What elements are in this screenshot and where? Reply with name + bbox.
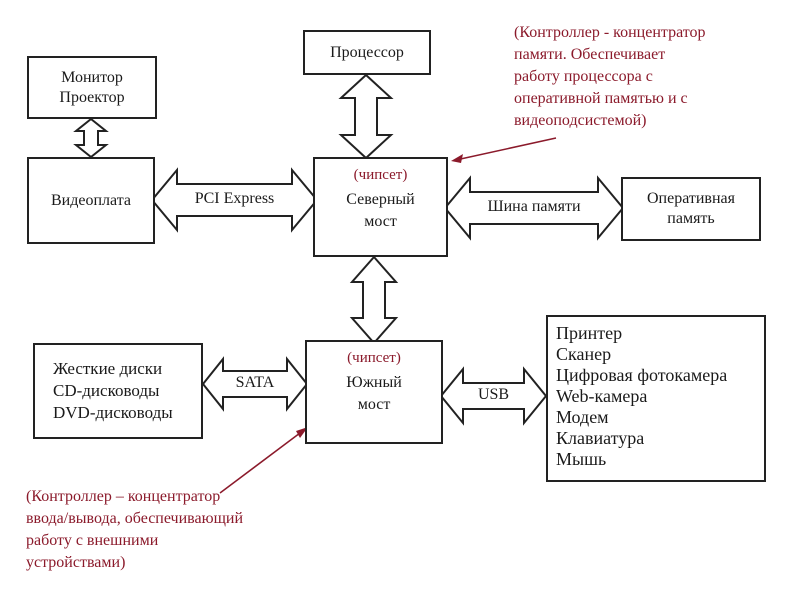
south-note-line-4: устройствами) [26,554,126,571]
south-bridge-name: Южный мост [307,372,441,416]
south-note-pointer [219,429,305,494]
south-bridge-chipset-label: (чипсет) [347,350,401,366]
mouse-item: Мышь [556,449,607,469]
south-bridge-name-line-1: Южный [346,374,402,391]
ram-label-line-2: память [667,210,715,227]
usb-label: USB [477,386,510,403]
north-bridge-box: (чипсет) Северный мост [313,157,448,257]
video-card-box: Видеоплата [27,157,155,244]
processor-label: Процессор [330,43,404,61]
north-note-line-2: памяти. Обеспечивает [514,46,666,63]
north-south-bridge-arrow [349,255,399,345]
south-note-line-1: (Контроллер – концентратор [26,488,221,505]
north-bridge-chipset-label: (чипсет) [353,167,408,183]
north-bridge-name-line-1: Северный [346,191,415,208]
monitor-label: Монитор [61,68,123,86]
dvd-drives-label: DVD-дисководы [53,403,173,422]
north-note-line-3: работу процессора с [514,68,653,85]
printer-item: Принтер [556,323,623,343]
monitor-box: Монитор Проектор [27,56,157,119]
north-note-line-1: (Контроллер - концентратор [514,24,706,41]
hard-disks-label: Жесткие диски [53,359,163,378]
north-note-line-4: оперативной памятью и с [514,90,688,107]
south-bridge-note: (Контроллер – концентратор ввода/вывода,… [26,486,243,574]
north-bridge-name: Северный мост [315,189,446,233]
storage-box: Жесткие диски CD-дисководы DVD-дисководы [33,343,203,439]
ram-label-line-1: Оперативная [646,190,736,207]
scanner-item: Сканер [556,344,612,364]
processor-northbridge-arrow [338,73,394,160]
north-note-pointer-head [451,154,463,163]
south-bridge-box: (чипсет) Южный мост [305,340,443,444]
keyboard-item: Клавиатура [556,428,645,448]
north-note-pointer [455,137,557,161]
north-note-line-5: видеоподсистемой) [514,112,647,129]
pci-express-label: PCI Express [194,190,275,207]
peripherals-list: Принтер Сканер Цифровая фотокамера Web-к… [556,323,727,470]
north-bridge-name-line-2: мост [364,213,397,230]
cd-drives-label: CD-дисководы [53,381,160,400]
video-card-label: Видеоплата [51,191,131,209]
south-note-line-3: работу с внешними [26,532,159,549]
south-note-line-2: ввода/вывода, обеспечивающий [26,510,244,527]
modem-item: Модем [556,407,609,427]
processor-box: Процессор [303,30,431,75]
monitor-videocard-arrow [73,117,109,159]
sata-label: SATA [235,374,275,391]
memory-bus-label: Шина памяти [487,198,581,215]
south-bridge-name-line-2: мост [357,396,391,413]
north-bridge-note: (Контроллер - концентратор памяти. Обесп… [514,22,706,132]
peripherals-box: Принтер Сканер Цифровая фотокамера Web-к… [546,315,766,482]
projector-label: Проектор [59,88,125,106]
webcam-item: Web-камера [556,386,648,406]
ram-box: Оперативная память [621,177,761,241]
digital-camera-item: Цифровая фотокамера [556,365,728,385]
